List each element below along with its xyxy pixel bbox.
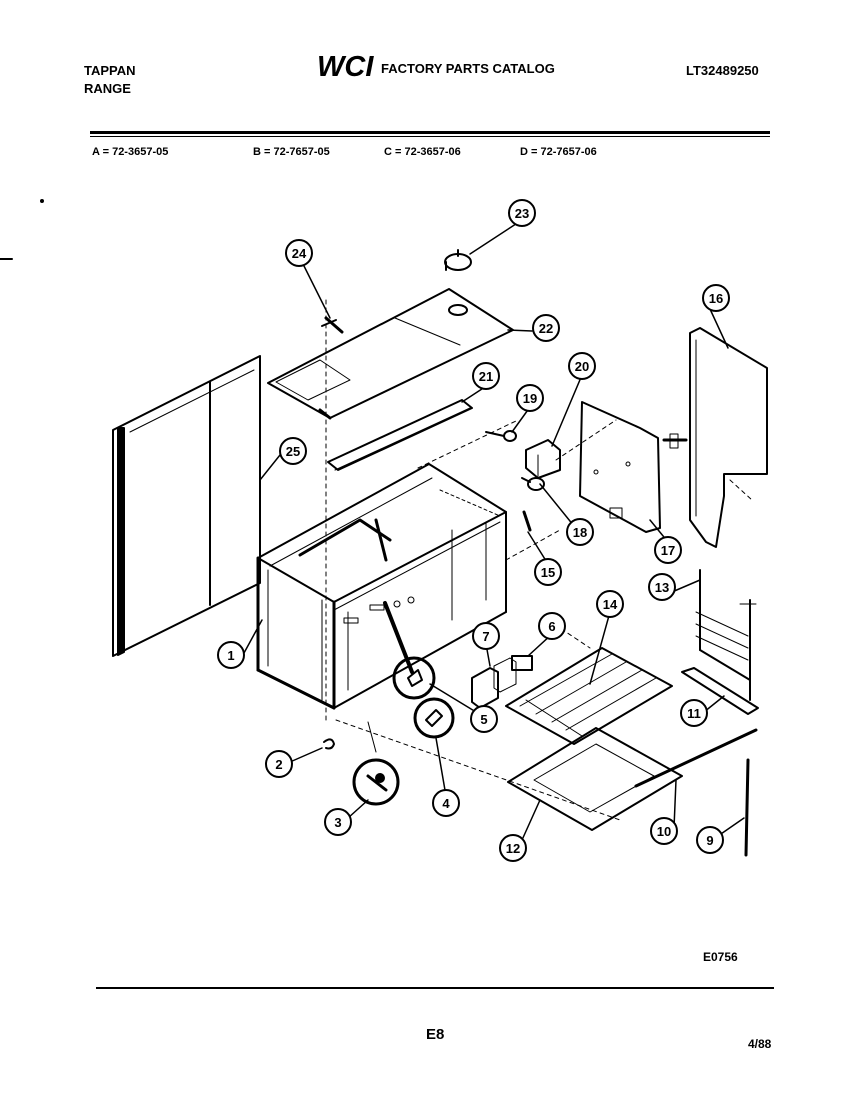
- svg-text:19: 19: [523, 391, 537, 406]
- svg-text:2: 2: [275, 757, 282, 772]
- svg-text:25: 25: [286, 444, 300, 459]
- svg-text:18: 18: [573, 525, 587, 540]
- part-13-rack: [695, 569, 757, 701]
- callout-18: 18: [566, 518, 594, 546]
- leader-lines: [243, 219, 745, 841]
- svg-text:9: 9: [706, 833, 713, 848]
- part-6-bracket: [511, 655, 533, 671]
- svg-text:24: 24: [292, 246, 307, 261]
- drawing-code: E0756: [703, 950, 738, 964]
- svg-text:23: 23: [515, 206, 529, 221]
- part-16-side-panel: [689, 327, 768, 548]
- product-type: RANGE: [84, 81, 131, 96]
- callout-6: 6: [538, 612, 566, 640]
- callout-2: 2: [265, 750, 293, 778]
- part-21-bracket: [327, 399, 473, 471]
- callout-7: 7: [472, 622, 500, 650]
- svg-text:22: 22: [539, 321, 553, 336]
- page-number: E8: [426, 1026, 445, 1043]
- callout-1: 1: [217, 641, 245, 669]
- svg-text:6: 6: [548, 619, 555, 634]
- model-b: B = 72-7657-05: [253, 146, 330, 158]
- callouts: 23 24 22 16 20 21 19 25 18 17 15 13 14 6…: [217, 199, 730, 862]
- part-3-screw-detail: [352, 721, 400, 806]
- callout-25: 25: [279, 437, 307, 465]
- callout-17: 17: [654, 536, 682, 564]
- part-2-clip: [323, 738, 335, 750]
- callout-11: 11: [680, 699, 708, 727]
- callout-22: 22: [532, 314, 560, 342]
- callout-19: 19: [516, 384, 544, 412]
- catalog-number: LT32489250: [686, 63, 759, 78]
- svg-text:17: 17: [661, 543, 675, 558]
- part-17-back-panel: [579, 401, 688, 533]
- callout-23: 23: [508, 199, 536, 227]
- svg-text:12: 12: [506, 841, 520, 856]
- svg-text:21: 21: [479, 369, 493, 384]
- part-10-strip: [634, 728, 758, 788]
- callout-24: 24: [285, 239, 313, 267]
- svg-text:14: 14: [603, 597, 618, 612]
- svg-text:7: 7: [482, 629, 489, 644]
- callout-14: 14: [596, 590, 624, 618]
- callout-4: 4: [432, 789, 460, 817]
- part-18-grommet: [521, 477, 545, 491]
- brand-name: TAPPAN: [84, 63, 136, 78]
- callout-12: 12: [499, 834, 527, 862]
- catalog-title: FACTORY PARTS CATALOG: [381, 61, 555, 76]
- part-1-cabinet: [256, 463, 507, 710]
- model-c: C = 72-3657-06: [384, 146, 461, 158]
- assembly-lines: [325, 299, 753, 821]
- callout-16: 16: [702, 284, 730, 312]
- part-15-fastener: [522, 510, 532, 532]
- part-11-rail: [681, 667, 759, 715]
- svg-text:10: 10: [657, 824, 671, 839]
- svg-text:4: 4: [442, 796, 450, 811]
- svg-text:13: 13: [655, 580, 669, 595]
- part-14-grille: [505, 647, 673, 745]
- callout-20: 20: [568, 352, 596, 380]
- part-7-bracket: [471, 657, 517, 709]
- part-25-side-panel: [112, 355, 261, 657]
- wci-logo: WCI: [316, 50, 378, 83]
- part-24-screw: [321, 316, 344, 334]
- svg-text:5: 5: [480, 712, 487, 727]
- part-20-bracket: [525, 439, 561, 479]
- callout-13: 13: [648, 573, 676, 601]
- callout-10: 10: [650, 817, 678, 845]
- svg-text:15: 15: [541, 565, 555, 580]
- svg-text:1: 1: [227, 648, 234, 663]
- part-19-clip: [485, 430, 517, 442]
- callout-3: 3: [324, 808, 352, 836]
- callout-15: 15: [534, 558, 562, 586]
- svg-text:3: 3: [334, 815, 341, 830]
- svg-text:11: 11: [687, 706, 701, 721]
- logo-text: WCI: [317, 51, 374, 80]
- part-9-strip: [744, 758, 750, 857]
- footer-rule: [96, 987, 774, 989]
- svg-text:20: 20: [575, 359, 589, 374]
- model-d: D = 72-7657-06: [520, 146, 597, 158]
- model-a: A = 72-3657-05: [92, 146, 169, 158]
- scan-dot: [40, 199, 44, 203]
- part-4-detail: [413, 697, 455, 739]
- part-5-detail: [392, 656, 436, 700]
- callout-21: 21: [472, 362, 500, 390]
- header-rule-thin: [90, 136, 770, 137]
- header-rule: [90, 131, 770, 134]
- part-23-cap: [444, 249, 472, 271]
- svg-text:16: 16: [709, 291, 723, 306]
- part-22-top-panel: [267, 288, 514, 420]
- catalog-date: 4/88: [748, 1037, 772, 1051]
- callout-5: 5: [470, 705, 498, 733]
- callout-9: 9: [696, 826, 724, 854]
